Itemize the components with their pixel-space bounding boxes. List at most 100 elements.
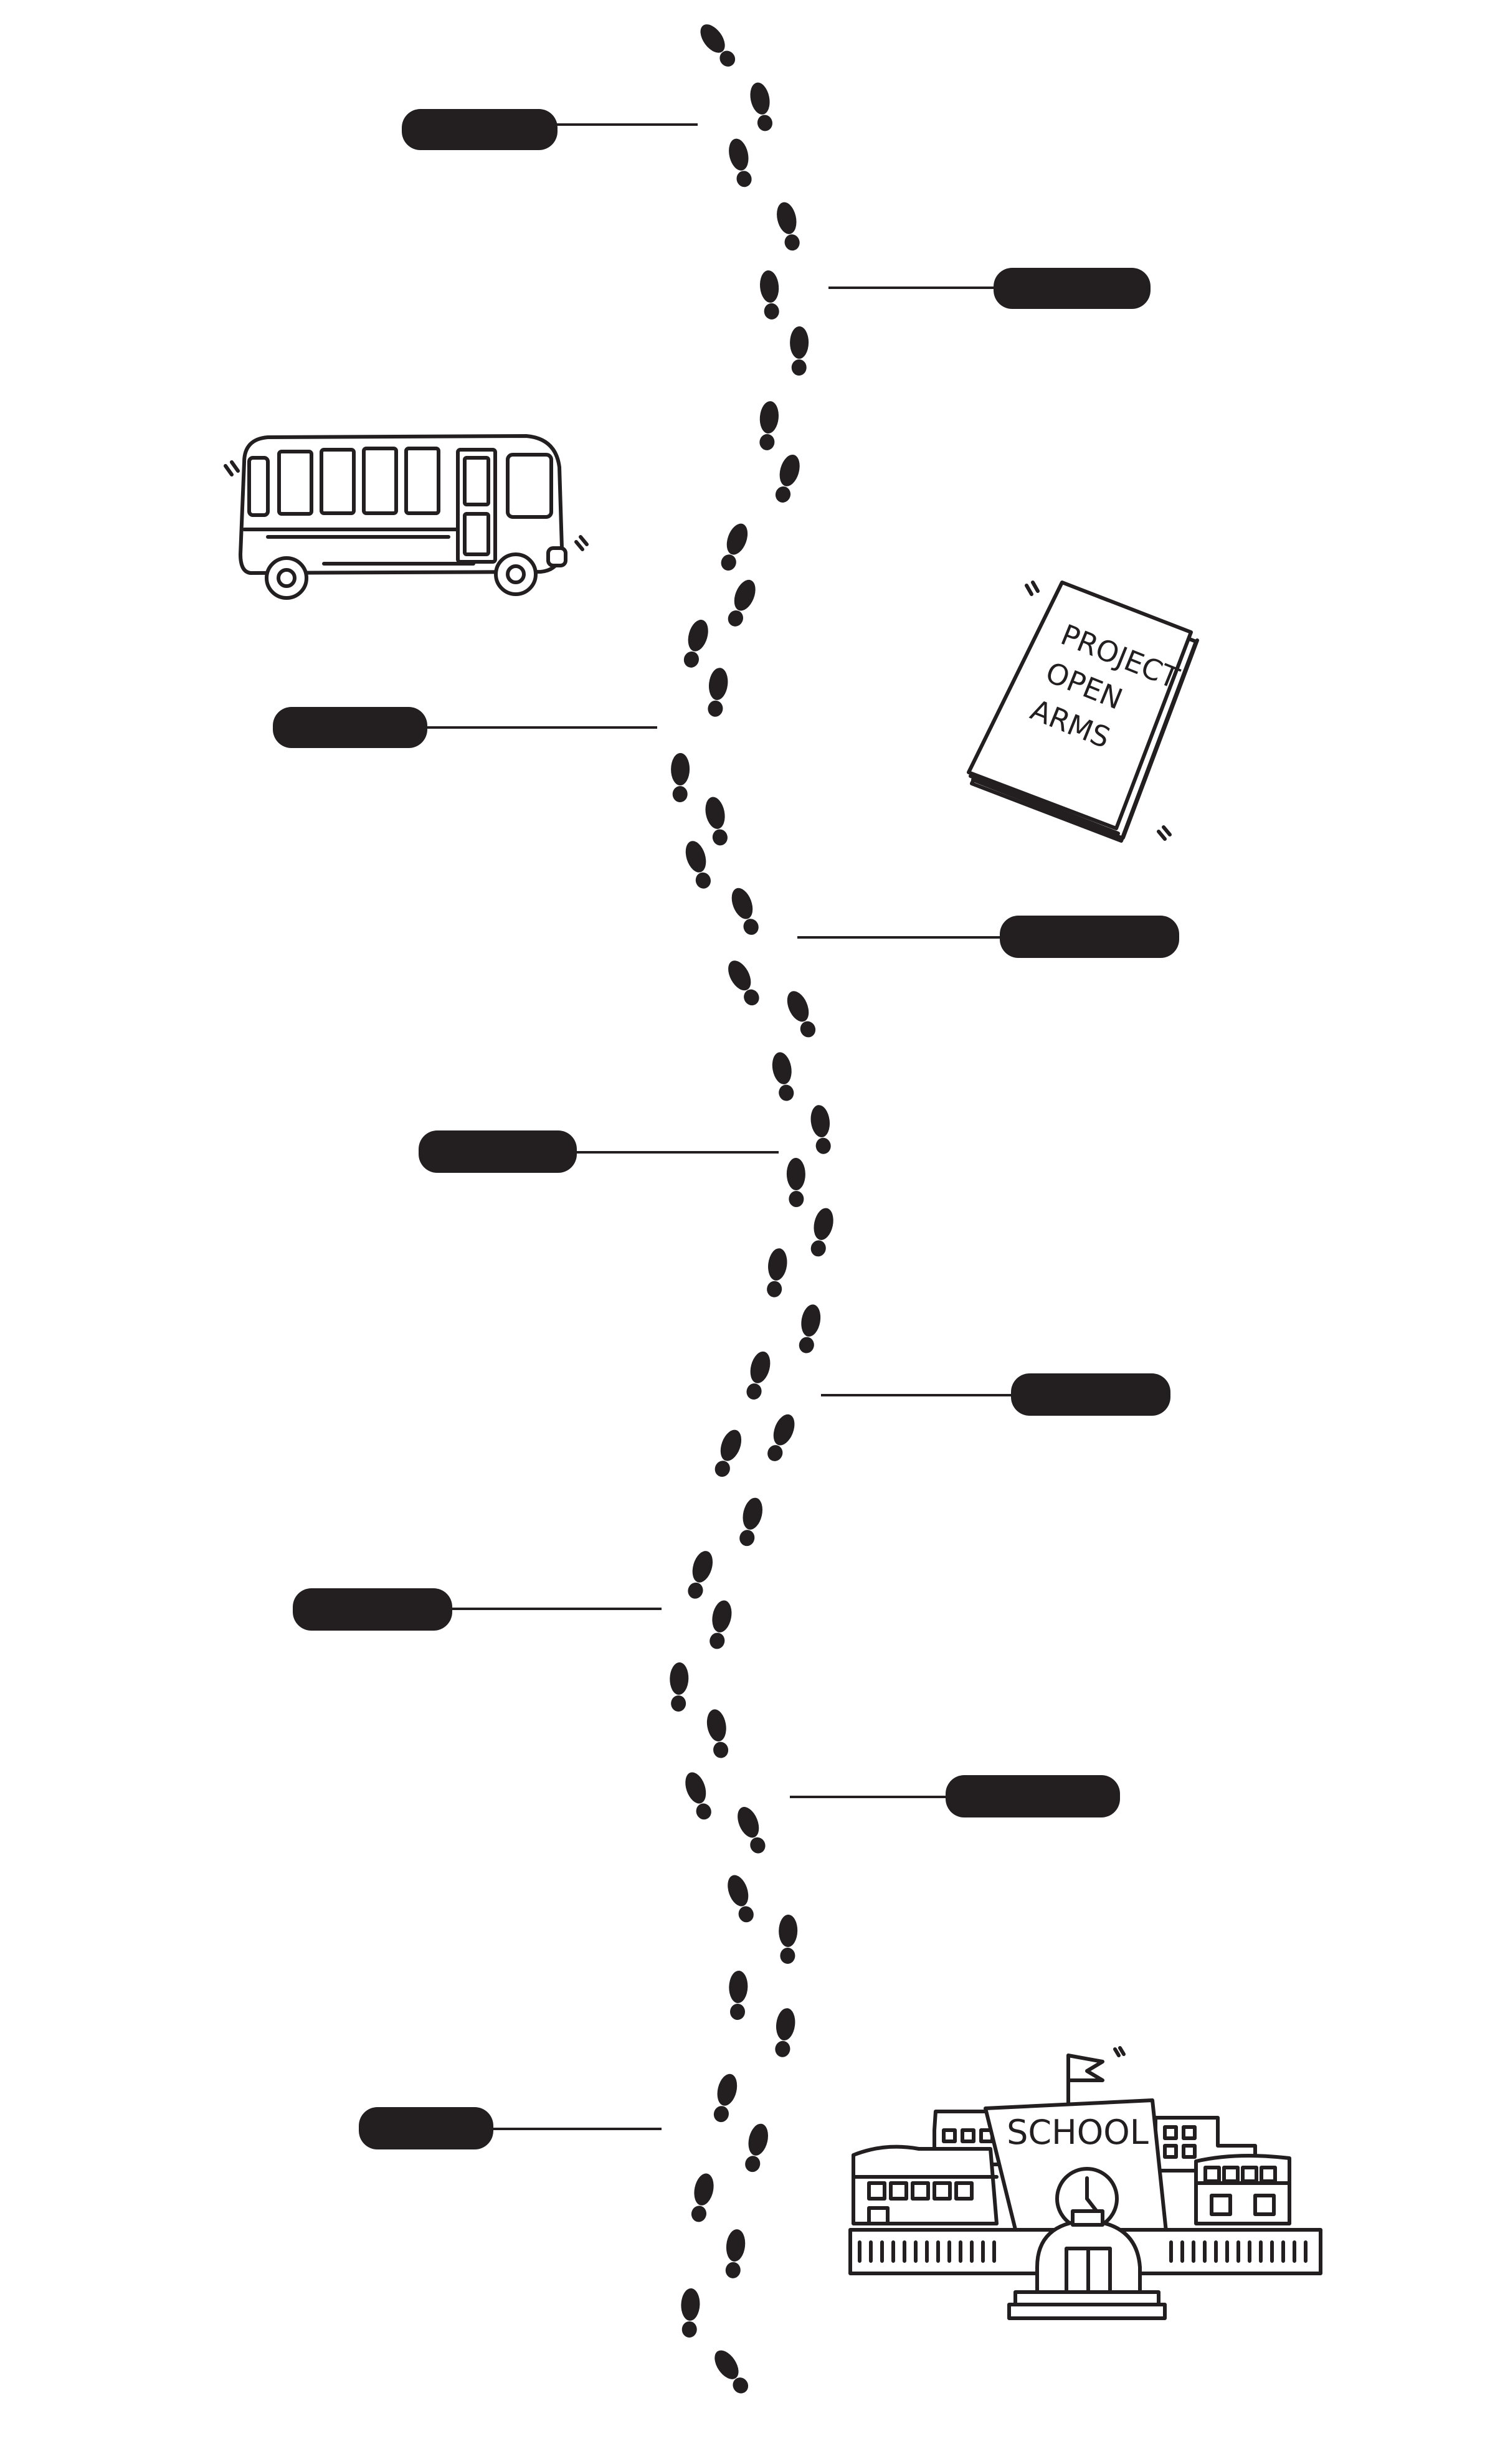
footprint — [799, 1304, 821, 1353]
footprint — [810, 1105, 831, 1154]
footprint-sole — [810, 1105, 830, 1137]
footprint-heel — [746, 1383, 762, 1400]
footprint — [728, 960, 759, 1006]
footprint — [775, 454, 800, 503]
footprint — [767, 1248, 787, 1297]
footprint-sole — [720, 1429, 742, 1461]
label-pill — [994, 268, 1151, 309]
footprint-trail — [670, 24, 833, 2394]
footprint — [706, 1709, 729, 1758]
footprint — [681, 2288, 700, 2338]
footprint-sole — [777, 202, 797, 234]
footprint — [683, 620, 708, 668]
footprint — [685, 841, 711, 889]
footprint-sole — [671, 753, 690, 785]
footprint-sole — [734, 579, 756, 611]
footprint-sole — [694, 2173, 714, 2206]
footprint-heel — [710, 1632, 725, 1649]
footprint-sole — [728, 1875, 749, 1907]
booklet-icon: PROJECT OPEN ARMS — [967, 580, 1199, 843]
footprint — [772, 1052, 794, 1101]
footprint-sole — [708, 668, 728, 700]
footprint — [688, 1551, 713, 1599]
timeline-marker-3 — [273, 707, 657, 748]
footprint-heel — [789, 1190, 804, 1207]
footprint-heel — [729, 2003, 746, 2020]
label-pill — [1000, 916, 1179, 958]
footprint-heel — [791, 359, 807, 376]
footprint-sole — [786, 1158, 805, 1190]
footprint-heel — [750, 1837, 766, 1854]
footprint — [710, 1600, 732, 1649]
footprint — [759, 270, 779, 320]
footprint — [708, 668, 728, 717]
footprint — [670, 1662, 689, 1712]
footprint-sole — [692, 1551, 713, 1583]
footprint — [745, 2123, 768, 2173]
footprint-heel — [738, 1906, 754, 1923]
footprint — [729, 1971, 748, 2020]
footprint-heel — [744, 989, 759, 1006]
footprint-sole — [801, 1304, 821, 1337]
footprint-heel — [721, 554, 736, 571]
footprint-sole — [790, 326, 809, 359]
footprint-heel — [696, 1803, 711, 1820]
footprint — [700, 24, 736, 67]
footprint-heel — [719, 50, 736, 67]
footprint-heel — [767, 1445, 783, 1461]
footprint — [787, 991, 816, 1038]
footprint-heel — [708, 700, 723, 717]
footprint-sole — [768, 1248, 787, 1281]
footprint-heel — [779, 1084, 794, 1101]
footprint — [759, 401, 779, 450]
footprint-sole — [726, 2229, 746, 2262]
footprint-sole — [729, 138, 749, 171]
footprint — [685, 1772, 711, 1820]
footprint-heel — [713, 2106, 729, 2123]
footprint-sole — [681, 2288, 700, 2321]
footprint — [728, 579, 756, 627]
footprint-sole — [759, 270, 779, 303]
label-pill — [1011, 1373, 1170, 1416]
footprint-heel — [714, 1461, 730, 1477]
footprint-heel — [767, 1281, 782, 1297]
footprint — [810, 1208, 833, 1257]
label-pill — [419, 1130, 577, 1173]
footprint — [738, 1807, 766, 1854]
footprint-heel — [775, 486, 791, 503]
footprint-sole — [748, 2123, 768, 2156]
footprint — [779, 1915, 798, 1964]
footprint-heel — [688, 1582, 703, 1599]
footprint-sole — [700, 24, 725, 53]
footprint — [714, 2350, 749, 2394]
footprint-heel — [739, 1530, 755, 1547]
label-pill — [402, 109, 558, 150]
footprint — [714, 1429, 742, 1477]
footprint-heel — [671, 1695, 686, 1712]
footprint-sole — [729, 1971, 748, 2003]
footprint-sole — [728, 960, 751, 991]
footprint-sole — [779, 454, 800, 486]
footprint-sole — [688, 620, 708, 652]
footprint-sole — [685, 1772, 706, 1804]
footprint-heel — [743, 919, 759, 935]
timeline-marker-2 — [828, 268, 1151, 309]
timeline-marker-5 — [419, 1130, 779, 1173]
footprint — [790, 326, 809, 376]
label-pill — [273, 707, 427, 748]
footprint-heel — [815, 1137, 831, 1154]
footprint-heel — [736, 171, 752, 187]
footprint-sole — [685, 841, 706, 873]
footprint — [728, 1875, 754, 1923]
footprint — [739, 1497, 762, 1547]
footprint-heel — [759, 434, 775, 450]
footprint-sole — [773, 1414, 795, 1446]
footprint-sole — [776, 2008, 795, 2040]
footprint-heel — [713, 1741, 729, 1758]
timeline-marker-7 — [293, 1588, 662, 1631]
label-pill — [946, 1775, 1120, 1817]
footprint-sole — [750, 1351, 771, 1383]
footprint-heel — [780, 1947, 795, 1964]
timeline-marker-8 — [790, 1775, 1120, 1817]
footprint-sole — [717, 2073, 738, 2106]
